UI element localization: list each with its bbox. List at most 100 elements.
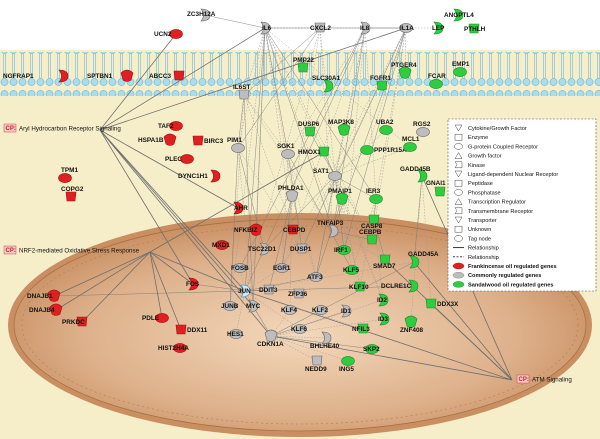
gene-node-junb[interactable]: JUNB bbox=[221, 301, 239, 311]
gene-node-prkdc[interactable]: PRKDC bbox=[62, 316, 88, 327]
gene-node-rgs2[interactable]: RGS2 bbox=[413, 121, 431, 137]
gene-node-slc30a1[interactable]: SLC30A1 bbox=[312, 75, 341, 93]
gene-node-hspa1b[interactable]: HSPA1B bbox=[138, 133, 177, 146]
gene-node-lep[interactable]: LEP bbox=[432, 21, 445, 35]
gene-shape bbox=[468, 23, 480, 34]
edges bbox=[53, 14, 513, 381]
gene-node-egr1[interactable]: EGR1 bbox=[273, 263, 291, 273]
gene-node-angptl4[interactable]: ANGPTL4 bbox=[444, 8, 474, 22]
gene-node-gadd45b[interactable]: GADD45B bbox=[400, 166, 431, 183]
gene-node-klf4[interactable]: KLF4 bbox=[281, 305, 297, 315]
gene-node-id3[interactable]: ID3 bbox=[378, 312, 390, 326]
gene-node-il6st[interactable]: IL6ST bbox=[233, 84, 250, 100]
gene-node-nedd9[interactable]: NEDD9 bbox=[305, 355, 327, 373]
gene-node-hes1[interactable]: HES1 bbox=[227, 329, 244, 339]
gene-node-ing5[interactable]: ING5 bbox=[339, 356, 355, 373]
gene-node-klf2[interactable]: KLF2 bbox=[312, 305, 328, 315]
gene-node-id1[interactable]: ID1 bbox=[341, 304, 351, 318]
gene-node-hist2h4a[interactable]: HIST2H4A bbox=[158, 343, 189, 353]
gene-node-ptger4[interactable]: PTGER4 bbox=[391, 62, 417, 79]
gene-node-pim1[interactable]: PIM1 bbox=[227, 137, 245, 153]
gene-node-id2[interactable]: ID2 bbox=[377, 293, 389, 307]
gene-node-bhlhe40[interactable]: BHLHE40 bbox=[310, 331, 340, 350]
gene-node-tsc22d1[interactable]: TSC22D1 bbox=[248, 242, 277, 256]
gene-node-klf10[interactable]: KLF10 bbox=[349, 281, 369, 292]
relationship-edge bbox=[281, 27, 407, 269]
gene-node-klf6[interactable]: KLF6 bbox=[291, 324, 307, 334]
gene-node-nfkbiz[interactable]: NFKBIZ bbox=[234, 223, 263, 236]
gene-node-plec[interactable]: PLEC bbox=[165, 154, 194, 164]
pathway-atm[interactable]: CP: ATM Signaling bbox=[516, 374, 572, 384]
gene-node-ddx11[interactable]: DDX11 bbox=[175, 324, 208, 335]
pathway-ahr[interactable]: CP: Aryl Hydrocarbon Receptor Signaling bbox=[3, 123, 121, 133]
gene-node-dnajb4[interactable]: DNAJB4 bbox=[29, 303, 63, 316]
gene-label: GADD45A bbox=[408, 251, 439, 258]
gene-node-irf1[interactable]: IRF1 bbox=[334, 245, 351, 255]
gene-node-hmox1[interactable]: HMOX1 bbox=[298, 146, 330, 157]
gene-node-sat1[interactable]: SAT1 bbox=[313, 168, 342, 181]
gene-node-dync1h1[interactable]: DYNC1H1 bbox=[178, 169, 221, 183]
gene-node-pthlh[interactable]: PTHLH bbox=[464, 23, 486, 34]
gene-node-dusp6[interactable]: DUSP6 bbox=[298, 121, 320, 137]
gene-node-smad7[interactable]: SMAD7 bbox=[373, 254, 396, 270]
gene-node-sgk1[interactable]: SGK1 bbox=[277, 143, 295, 159]
gene-node-ahr[interactable]: AHR bbox=[233, 201, 248, 215]
gene-node-birc3[interactable]: BIRC3 bbox=[192, 135, 224, 146]
relationship-edge bbox=[244, 27, 266, 292]
gene-node-phlda1[interactable]: PHLDA1 bbox=[278, 185, 304, 202]
gene-node-klf5[interactable]: KLF5 bbox=[343, 265, 359, 275]
gene-node-ngfrap1[interactable]: NGFRAP1 bbox=[3, 69, 69, 83]
gene-label: MAP3K8 bbox=[328, 119, 354, 126]
gene-node-casp8[interactable]: CASP8 bbox=[361, 214, 383, 230]
gene-node-fcar[interactable]: FCAR bbox=[428, 73, 446, 89]
gene-node-znf408[interactable]: ZNF408 bbox=[400, 315, 424, 334]
gene-node-mxd1[interactable]: MXD1 bbox=[212, 240, 230, 250]
gene-node-tnfaip3[interactable]: TNFAIP3 bbox=[317, 220, 344, 238]
gene-node-il1a[interactable]: IL1A bbox=[399, 23, 415, 33]
gene-node-mcl1[interactable]: MCL1 bbox=[402, 136, 420, 152]
gene-node-abcc3[interactable]: ABCC3 bbox=[149, 70, 185, 81]
gene-node-pmaip1[interactable]: PMAIP1 bbox=[328, 188, 352, 205]
gene-node-ppp1r15a[interactable]: PPP1R15A bbox=[360, 145, 408, 155]
gene-node-skp2[interactable]: SKP2 bbox=[363, 344, 380, 354]
gene-node-copg2[interactable]: COPG2 bbox=[61, 186, 84, 202]
gene-shape bbox=[318, 146, 330, 157]
gene-node-cxcl2[interactable]: CXCL2 bbox=[310, 22, 331, 33]
gene-node-cebpb[interactable]: CEBPB bbox=[359, 229, 382, 245]
pathway-nrf2[interactable]: CP: NRF2-mediated Oxidative Stress Respo… bbox=[3, 245, 140, 255]
gene-node-il8[interactable]: IL8 bbox=[360, 21, 371, 35]
gene-node-dclre1c[interactable]: DCLRE1C bbox=[381, 279, 419, 293]
gene-label: ABCC3 bbox=[149, 73, 171, 80]
gene-node-atf3[interactable]: ATF3 bbox=[307, 272, 323, 282]
gene-label: UBA2 bbox=[376, 119, 394, 126]
gene-node-fosb[interactable]: FOSB bbox=[231, 263, 249, 273]
gene-node-zfp36[interactable]: ZFP36 bbox=[288, 288, 308, 299]
gene-node-uba2[interactable]: UBA2 bbox=[376, 119, 394, 135]
gene-label: MCL1 bbox=[402, 136, 420, 143]
gene-node-jun[interactable]: JUN bbox=[238, 284, 251, 298]
gene-node-dusp1[interactable]: DUSP1 bbox=[290, 243, 312, 254]
gene-node-emp1[interactable]: EMP1 bbox=[452, 61, 470, 77]
gene-node-fos[interactable]: FOS bbox=[186, 277, 200, 291]
gene-node-myc[interactable]: MYC bbox=[246, 299, 261, 313]
gene-node-tpm1[interactable]: TPM1 bbox=[58, 167, 79, 183]
gene-node-nfil3[interactable]: NFIL3 bbox=[352, 323, 370, 334]
gene-node-pdle[interactable]: PDLE bbox=[142, 313, 169, 323]
gene-node-gnai1[interactable]: GNAI1 bbox=[426, 180, 446, 197]
gene-node-dnajb1[interactable]: DNAJB1 bbox=[27, 289, 61, 302]
gene-node-ucn2[interactable]: UCN2 bbox=[154, 29, 183, 39]
gene-node-map3k8[interactable]: MAP3K8 bbox=[328, 119, 354, 136]
gene-label: HIST2H4A bbox=[158, 345, 189, 352]
gene-node-ddit3[interactable]: DDIT3 bbox=[259, 284, 278, 295]
gene-node-gadd45a[interactable]: GADD45A bbox=[408, 251, 439, 269]
gene-node-taf2[interactable]: TAF2 bbox=[158, 121, 183, 131]
gene-node-ier3[interactable]: IER3 bbox=[366, 188, 383, 204]
gene-node-fgfr1[interactable]: FGFR1 bbox=[370, 75, 391, 91]
gene-node-zc3h12a[interactable]: ZC3H12A bbox=[187, 8, 216, 22]
gene-node-cdkn1a[interactable]: CDKN1A bbox=[257, 329, 284, 348]
gene-node-pmp22[interactable]: PMP22 bbox=[293, 57, 314, 73]
gene-node-ddx3x[interactable]: DDX3X bbox=[425, 298, 459, 309]
gene-node-il6[interactable]: IL6 bbox=[260, 21, 272, 35]
gene-node-cebpd[interactable]: CEBPD bbox=[283, 224, 306, 235]
gene-node-sptbn1[interactable]: SPTBN1 bbox=[87, 69, 134, 82]
